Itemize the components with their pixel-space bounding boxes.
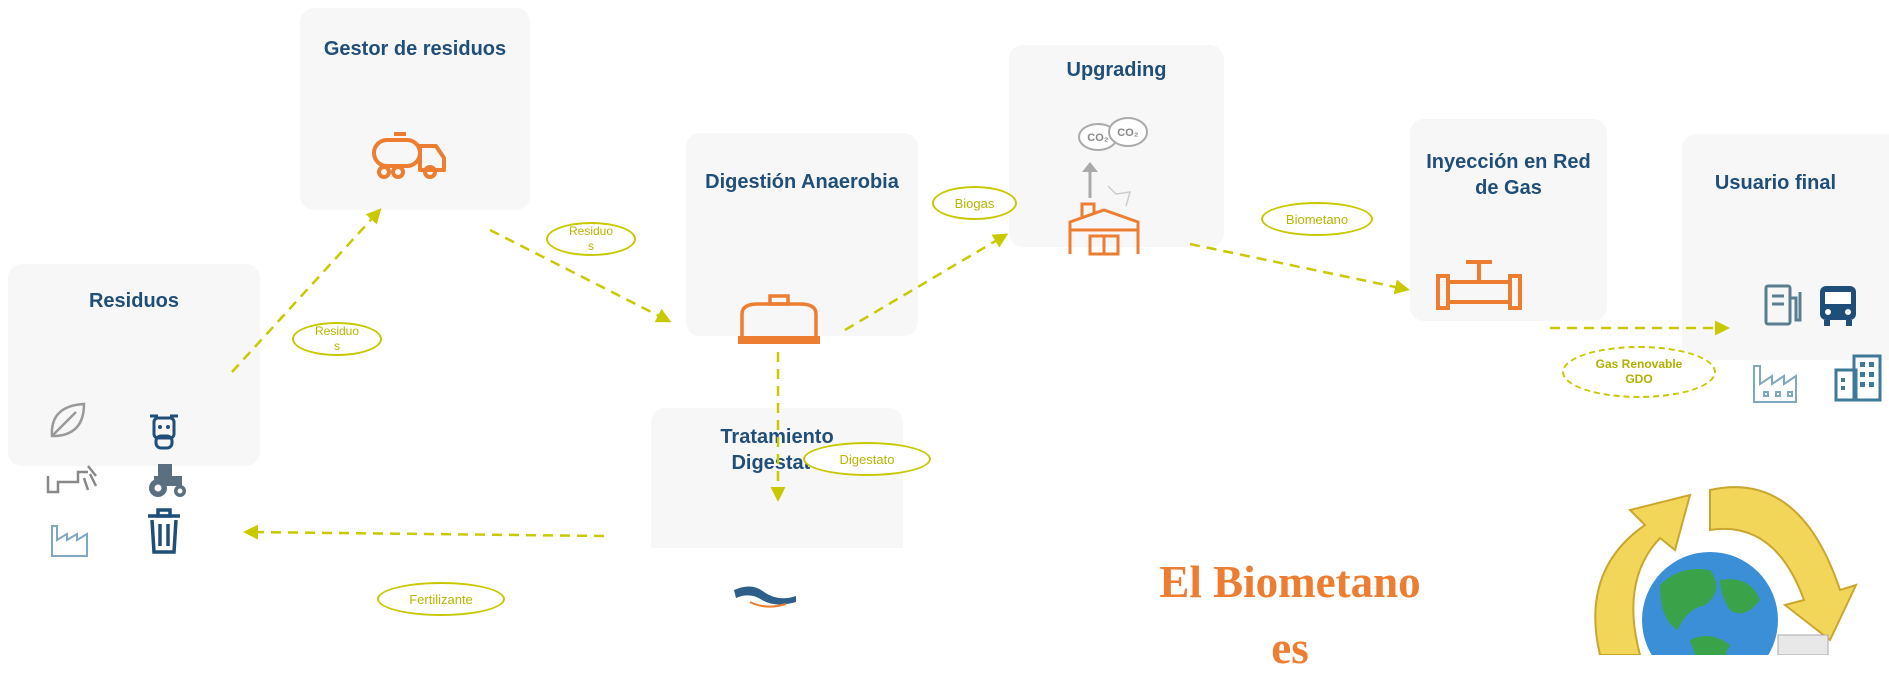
svg-text:CO₂: CO₂: [1117, 127, 1139, 139]
co2-cloud-icon: CO₂ CO₂: [1078, 117, 1148, 151]
node-residuos-card: Residuos: [8, 264, 260, 466]
label-biogas: Biogas: [932, 186, 1017, 220]
svg-text:CO₂: CO₂: [1087, 132, 1109, 144]
label-residuos-1: Residuo s: [546, 222, 636, 256]
pipe-valve-icon: [1436, 260, 1522, 310]
arrow-upgrading-inyeccion: [1189, 242, 1410, 295]
label-residuos-2: Residuo s: [292, 322, 382, 356]
node-gestor-card: Gestor de residuos: [300, 8, 530, 210]
tractor-icon: [149, 464, 186, 497]
tanker-truck-icon: [372, 132, 446, 179]
arrow-digestion-upgrading: [844, 233, 1009, 332]
residuos-factory-icon: [51, 525, 88, 557]
factory-icon: [1753, 365, 1797, 403]
label-digestato: Digestato: [803, 442, 931, 476]
water-wave-icon: [734, 586, 796, 608]
arrow-tratamiento-residuos: [243, 524, 605, 540]
label-fertilizante: Fertilizante: [377, 582, 505, 616]
headline-line1: El Biometano: [1159, 557, 1421, 607]
upgrading-plant-icon: [1068, 162, 1140, 256]
node-digestion-card: Digestión Anaerobia: [686, 133, 918, 336]
node-usuario-title: Usuario final: [1714, 172, 1837, 194]
sewage-pipe-icon: [46, 465, 98, 494]
node-gestor-title: Gestor de residuos: [323, 38, 507, 60]
node-digestion-title: Digestión Anaerobia: [705, 171, 899, 193]
gas-station-icon: [1764, 284, 1802, 326]
office-building-icon: [1834, 354, 1882, 402]
bus-icon: [1820, 286, 1856, 326]
leaf-icon: [50, 402, 86, 438]
recycling-globe-icon: [1594, 486, 1858, 655]
headline-line2: es: [1271, 623, 1309, 673]
digester-tank-icon: [738, 294, 820, 344]
cow-icon: [150, 414, 178, 450]
arrow-residuos-gestor: [231, 208, 382, 373]
trash-can-icon: [148, 508, 180, 554]
label-gas-renovable: Gas Renovable GDO: [1562, 346, 1716, 398]
node-residuos-title: Residuos: [88, 290, 180, 312]
residuos-factory-tile: [38, 512, 102, 560]
node-upgrading-title: Upgrading: [1066, 59, 1167, 81]
flow-arrows: [231, 208, 1730, 540]
label-biometano: Biometano: [1261, 202, 1373, 236]
node-inyeccion-title: Inyección en Red de Gas: [1426, 151, 1591, 199]
